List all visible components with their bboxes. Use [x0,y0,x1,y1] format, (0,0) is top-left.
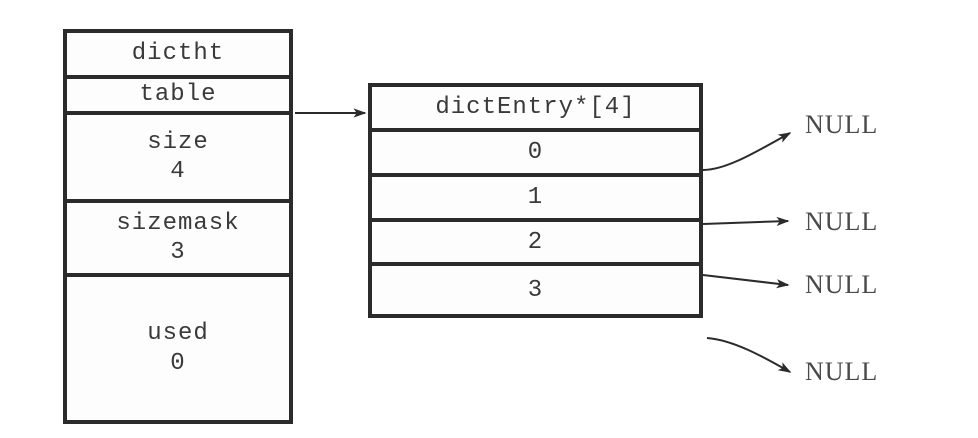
arrow-bucket-2-to-null [702,274,790,289]
array-cell-0: 0 [372,132,699,177]
array-cell-2: 2 [372,222,699,266]
struct-field-value-size: 4 [170,158,186,185]
arrow-bucket-1-to-null [702,216,790,227]
null-label-bucket-0: NULL [805,110,879,139]
struct-field-name-used: used [147,320,209,348]
array-cell-label-3: 3 [527,276,544,304]
array-cell-3: 3 [372,266,699,314]
struct-field-value-sizemask: 3 [170,239,186,266]
null-label-bucket-3: NULL [805,357,879,386]
struct-field-name-dictht: dictht [131,40,225,68]
arrow-bucket-3-to-null [706,337,792,373]
null-label-bucket-2: NULL [805,270,879,299]
array-cell-label-0: 0 [527,139,544,166]
array-cell-label-2: 2 [527,228,544,256]
struct-field-name-sizemask: sizemask [116,209,240,237]
struct-row-size: size 4 [67,115,289,203]
array-header-cell: dictEntry*[4] [372,87,699,132]
struct-row-dictht: dictht [67,33,289,79]
array-cell-label-1: 1 [527,184,544,211]
array-header-label: dictEntry*[4] [435,94,636,121]
array-cell-1: 1 [372,177,699,222]
dictht-struct-box: dictht table size 4 sizemask 3 used 0 [63,29,293,424]
arrow-bucket-0-to-null [702,132,792,171]
struct-field-name-table: table [139,81,217,109]
struct-row-table: table [67,79,289,115]
struct-field-name-size: size [147,128,209,156]
null-label-bucket-1: NULL [805,207,879,236]
struct-field-value-used: 0 [170,349,186,377]
struct-row-used: used 0 [67,277,289,420]
struct-row-sizemask: sizemask 3 [67,203,289,277]
dict-entry-array-box: dictEntry*[4] 0 1 2 3 [368,83,703,318]
